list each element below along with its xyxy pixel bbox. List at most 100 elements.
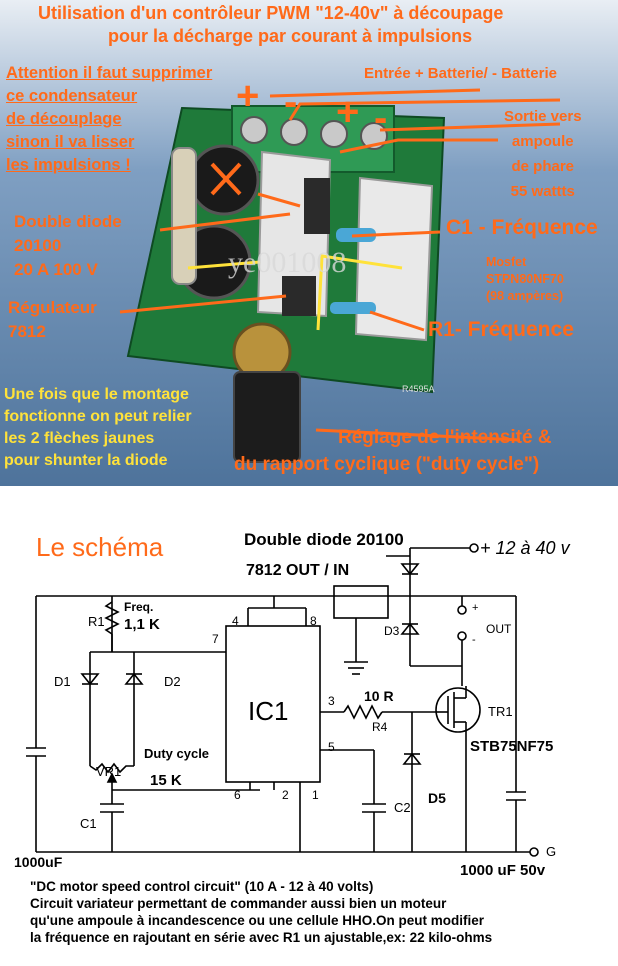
regulator-label: Régulateur 7812 [8,296,97,344]
shunt-arrows [187,254,403,331]
potentiometer-vr1-symbol [89,762,134,774]
shunt-note: Une fois que le montage fonctionne on pe… [4,384,192,472]
output-terminal-plus [457,605,467,615]
mosfet-line: Mosfet [486,255,527,269]
output-line: de phare [511,158,575,175]
caption-line: la fréquence en rajoutant en série avec … [30,930,493,945]
warning-line: les impulsions ! [6,156,131,174]
caption-line: qu'une ampoule à incandescence ou une ce… [30,913,485,928]
resistor-r1-symbol [104,601,120,635]
pin4-label: 4 [232,614,239,628]
diode-line: 20 A 100 V [14,260,98,279]
caption-line: "DC motor speed control circuit" (10 A -… [30,879,374,894]
cap-right-label: 1000 uF 50v [460,862,546,879]
mosfet-label: Mosfet STPN80NF70 (98 ampères) [486,254,564,305]
caption-line: Circuit variateur permettant de commande… [30,896,447,911]
r4-name: R4 [372,720,388,734]
warning-line: Attention il faut supprimer [6,64,213,82]
potentiometer-knob [233,371,301,463]
input-label: Entrée + Batterie/ - Batterie [364,65,557,82]
shunt-line: Une fois que le montage [4,386,189,403]
c1-label: C1 - Fréquence [446,216,598,239]
remove-capacitor-mark [210,162,242,196]
d3-label: D3 [384,624,400,638]
d1-label: D1 [54,674,71,689]
pin6-label: 6 [234,788,241,802]
diode-line: Double diode [14,212,122,231]
shunt-line: les 2 flèches jaunes [4,430,155,447]
adjust-label-line1: Réglage de l'intensité & [338,427,552,448]
polarity-plus-input: + [236,74,260,118]
pin7-label: 7 [212,632,219,646]
mosfet-tr1-symbol [435,687,481,733]
freq-label: Freq. [124,600,154,614]
supply-diode-symbol [400,563,420,576]
output-line: 55 wattts [510,183,575,200]
output-line: Sortie vers [504,108,582,125]
d2-label: D2 [164,674,181,689]
regulator-line: Régulateur [8,298,97,317]
regulator-line: 7812 [8,322,46,341]
ground-label: G [546,844,557,859]
c2-label: C2 [394,800,411,815]
pin3-label: 3 [328,694,335,708]
pin2-label: 2 [282,788,289,802]
schematic-drawing [26,543,539,857]
diode-d2-symbol [124,672,144,685]
shunt-line: fonctionne on peut relier [4,408,192,425]
fuse [171,147,197,285]
photo-title-line1: Utilisation d'un contrôleur PWM "12-40v"… [38,3,504,23]
mosfet-line: (98 ampères) [486,289,564,303]
vr1-value: 15 K [150,772,182,789]
out-label: OUT [486,622,512,636]
warning-line: ce condensateur [6,87,138,105]
output-terminal-minus [457,631,467,641]
duty-label: Duty cycle [144,746,210,761]
warning-line: sinon il va lisser [6,133,135,151]
cap-left-label: 1000uF [14,854,63,870]
pin5-label: 5 [328,740,335,754]
terminal-screws [240,116,388,150]
out-plus: + [472,602,479,614]
shunt-line: pour shunter la diode [4,452,168,469]
tr1-label: TR1 [488,704,513,719]
r1-name: R1 [88,614,105,629]
diode-label: Double diode 20100 20 A 100 V [14,210,122,282]
out-minus: - [472,634,476,646]
diode-d5-symbol [402,752,422,765]
schematic-heading: Le schéma [36,532,164,562]
warning-line: de découplage [6,110,122,128]
regulator-label: 7812 OUT / IN [246,562,350,579]
resistor-r4-symbol [343,704,383,720]
diode-title: Double diode 20100 [244,530,404,549]
adjust-label-line2: du rapport cyclique ("duty cycle") [234,454,540,475]
heatsink-mosfet [354,176,434,342]
regulator-7812 [282,276,316,316]
output-line: ampoule [511,133,574,150]
schematic-panel: Le schéma Double diode 20100 + 12 à 40 v… [0,486,618,966]
dual-diode [304,178,330,234]
warning-note: Attention il faut supprimer ce condensat… [6,62,212,177]
supply-terminal [469,543,479,553]
annotation-arrows [119,88,561,442]
vr1-label: VR1 [96,764,122,779]
mosfet-label: STB75NF75 [470,738,554,755]
mosfet-line: STPN80NF70 [486,272,564,286]
diode-d3-symbol [400,622,420,635]
board-code: R4595A [402,384,435,394]
ground-terminal [529,847,539,857]
polarity-minus-input: - [284,80,298,124]
r1-label: R1- Fréquence [428,318,574,341]
resistor-r1 [330,302,376,314]
d5-label: D5 [428,790,446,806]
r4-value: 10 R [364,688,394,704]
polarity-minus-output: - [374,96,388,140]
r1-value: 1,1 K [124,616,160,633]
ic1-label: IC1 [248,696,289,726]
pcb-photo-drawing: ye001008 R4595A [0,0,618,486]
pin8-label: 8 [310,614,317,628]
photo-title-line2: pour la décharge par courant à impulsion… [108,26,473,46]
ic1-symbol [225,625,321,783]
regulator-symbol [333,585,389,619]
watermark: ye001008 [228,246,346,279]
